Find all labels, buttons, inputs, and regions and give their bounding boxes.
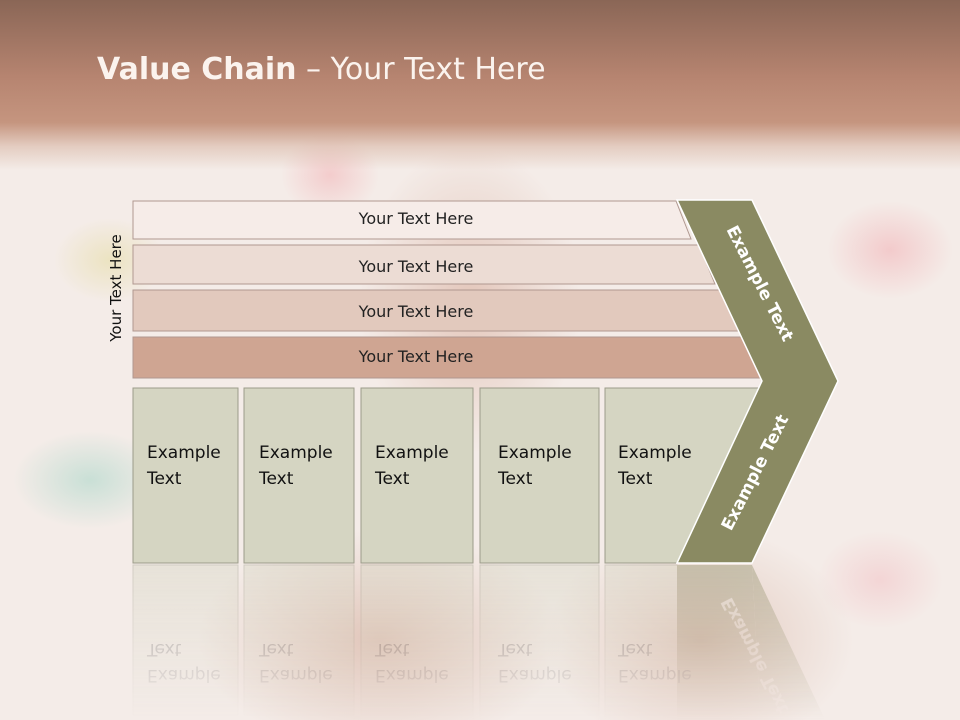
step-4-line1: Example bbox=[498, 443, 572, 463]
support-bands: Your Text Here Your Text Here Your Text … bbox=[132, 200, 764, 379]
reflection-step-5b: Text bbox=[617, 639, 653, 659]
reflection-step-3b: Text bbox=[374, 639, 410, 659]
band-1-label: Your Text Here bbox=[358, 209, 474, 228]
step-4[interactable] bbox=[479, 387, 600, 564]
reflection-step-2b: Text bbox=[258, 639, 294, 659]
slide-title[interactable]: Value Chain – Your Text Here bbox=[97, 52, 546, 87]
step-1-line2: Text bbox=[146, 469, 182, 489]
band-2-label: Your Text Here bbox=[358, 257, 474, 276]
band-2[interactable] bbox=[132, 244, 716, 285]
step-1-line1: Example bbox=[147, 443, 221, 463]
chevron-arrow[interactable] bbox=[675, 199, 839, 564]
step-5-line2: Text bbox=[617, 469, 653, 489]
band-1[interactable] bbox=[132, 200, 692, 240]
step-4-line2: Text bbox=[497, 469, 533, 489]
reflection-step-5: Example bbox=[618, 665, 692, 685]
diagram-reflection: Example Text Example Text Example Text E… bbox=[132, 564, 826, 720]
band-3-label: Your Text Here bbox=[358, 302, 474, 321]
title-bold: Value Chain bbox=[97, 52, 297, 87]
step-3-line2: Text bbox=[374, 469, 410, 489]
band-4-label: Your Text Here bbox=[358, 347, 474, 366]
step-1[interactable] bbox=[132, 387, 239, 564]
step-2-line2: Text bbox=[258, 469, 294, 489]
step-2[interactable] bbox=[243, 387, 355, 564]
step-3[interactable] bbox=[360, 387, 474, 564]
step-3-line1: Example bbox=[375, 443, 449, 463]
step-2-line1: Example bbox=[259, 443, 333, 463]
step-5-line1: Example bbox=[618, 443, 692, 463]
primary-steps: Example Text Example Text Example Text E… bbox=[132, 387, 763, 564]
reflection-step-4b: Text bbox=[497, 639, 533, 659]
reflection-step-1: Example bbox=[147, 665, 221, 685]
header-bar bbox=[0, 0, 960, 170]
reflection-step-1b: Text bbox=[146, 639, 182, 659]
reflection-step-3: Example bbox=[375, 665, 449, 685]
title-rest: – Your Text Here bbox=[296, 52, 546, 87]
reflection-step-2: Example bbox=[259, 665, 333, 685]
reflection-step-4: Example bbox=[498, 665, 572, 685]
